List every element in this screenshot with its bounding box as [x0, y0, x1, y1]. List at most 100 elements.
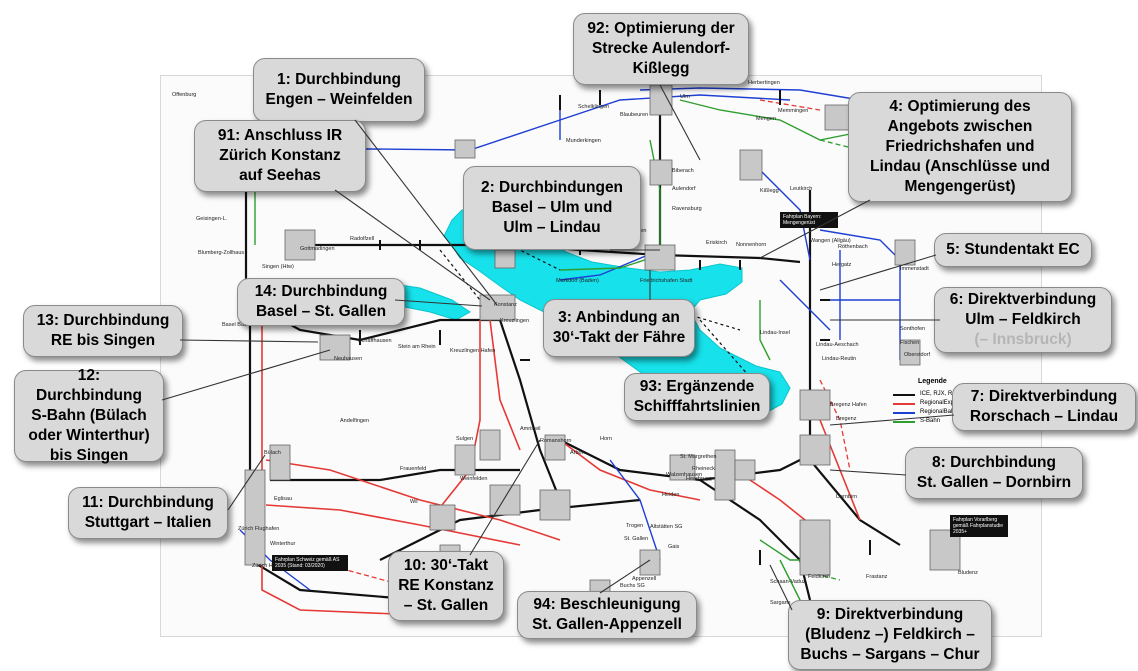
station-label: Trogen — [626, 523, 643, 529]
callout-9-line-2: (Bludenz –) Feldkirch – — [797, 625, 983, 645]
callout-10-line-2: RE Konstanz — [397, 576, 495, 596]
station-label: Walzenhausen — [666, 472, 702, 478]
station-label: Ravensburg — [672, 206, 702, 212]
station-label: Dornbirn — [836, 494, 857, 500]
callout-1-line-2: Engen – Weinfelden — [262, 90, 416, 110]
station-label: Nonnenhorn — [736, 242, 766, 248]
callout-12-line-2: S-Bahn (Bülach — [23, 406, 155, 426]
station-label: Singen (Htw) — [262, 264, 294, 270]
legend-title: Legende — [918, 378, 947, 385]
station-label: Markdorf (Baden) — [556, 278, 599, 284]
station-label: Heiden — [662, 492, 679, 498]
station-label: Leutkirch — [790, 186, 812, 192]
note-bayern: Fahrplan Bayern: Mengengerüst — [780, 212, 838, 228]
station-label: Rheineck — [692, 466, 715, 472]
station-label: Feldkirch — [808, 574, 830, 580]
callout-13: 13: Durchbindung RE bis Singen — [23, 305, 183, 357]
callout-9-line-3: Buchs – Sargans – Chur — [797, 645, 983, 665]
station-label: Lindau-Aeschach — [816, 342, 859, 348]
callout-4-line-5: Mengengerüst) — [857, 177, 1063, 197]
station-label: Ulm — [680, 94, 690, 100]
station-label: Friedrichshafen Stadt — [640, 278, 693, 284]
callout-12: 12: Durchbindung S-Bahn (Bülach oder Win… — [14, 370, 164, 462]
callout-4: 4: Optimierung des Angebots zwischen Fri… — [848, 92, 1072, 202]
callout-91-line-1: 91: Anschluss IR — [203, 126, 357, 146]
callout-9: 9: Direktverbindung (Bludenz –) Feldkirc… — [788, 600, 992, 670]
station-label: Arbon — [570, 450, 585, 456]
station-label: Lindau-Insel — [760, 330, 790, 336]
station-label: Kreuzlingen — [500, 318, 529, 324]
note-vorarlberg: Fahrplan Vorarlberg gemäß Fahrplanstudie… — [950, 515, 1008, 537]
station-label: Gottmadingen — [300, 246, 335, 252]
callout-11-line-1: 11: Durchbindung — [77, 493, 219, 513]
callout-91: 91: Anschluss IR Zürich Konstanz auf See… — [194, 120, 366, 192]
callout-14-line-1: 14: Durchbindung — [246, 282, 396, 302]
station-label: Schelklingen — [578, 104, 609, 110]
callout-91-line-2: Zürich Konstanz — [203, 146, 357, 166]
station-label: Kreuzlingen Hafen — [450, 348, 495, 354]
station-label: Amriswil — [520, 426, 540, 432]
station-label: Sargans — [770, 600, 791, 606]
callout-8-line-1: 8: Durchbindung — [914, 453, 1074, 473]
callout-6-sub: (– Innsbruck) — [943, 330, 1103, 350]
station-label: Zürich Flughafen — [238, 526, 279, 532]
callout-12-line-3: oder Winterthur) — [23, 426, 155, 446]
station-label: Sulgen — [456, 436, 473, 442]
station-label: Stein am Rhein — [398, 344, 436, 350]
callout-6: 6: Direktverbindung Ulm – Feldkirch (– I… — [934, 287, 1112, 353]
callout-5-line-1: 5: Stundentakt EC — [943, 240, 1083, 260]
station-label: Bülach — [264, 450, 281, 456]
station-label: Wil — [410, 499, 418, 505]
callout-7-line-1: 7: Direktverbindung — [961, 387, 1127, 407]
station-label: Romanshorn — [540, 438, 572, 444]
station-label: Andelfingen — [340, 418, 369, 424]
callout-9-line-1: 9: Direktverbindung — [797, 605, 983, 625]
station-label: Weinfelden — [460, 476, 487, 482]
callout-92: 92: Optimierung der Strecke Aulendorf- K… — [573, 13, 749, 85]
callout-4-line-2: Angebots zwischen — [857, 117, 1063, 137]
station-label: Altstätten SG — [650, 524, 682, 530]
callout-5: 5: Stundentakt EC — [934, 233, 1092, 267]
station-label: Neuhausen — [334, 356, 362, 362]
station-label: Kißlegg — [760, 188, 779, 194]
station-label: Mengen — [756, 116, 776, 122]
callout-13-line-1: 13: Durchbindung — [32, 311, 174, 331]
station-label: Fischen — [900, 340, 919, 346]
station-label: Eglisau — [274, 496, 292, 502]
callout-92-line-2: Strecke Aulendorf- — [582, 39, 740, 59]
station-label: Geisingen-L. — [196, 216, 228, 222]
station-label: Horn — [600, 436, 612, 442]
station-label: Röthenbach — [838, 244, 868, 250]
callout-2: 2: Durchbindungen Basel – Ulm und Ulm – … — [463, 166, 641, 250]
station-label: Winterthur — [270, 541, 296, 547]
callout-3-line-2: 30‘-Takt der Fähre — [552, 328, 686, 348]
callout-10: 10: 30‘-Takt RE Konstanz – St. Gallen — [388, 551, 504, 621]
station-label: Frauenfeld — [400, 466, 426, 472]
callout-10-line-3: – St. Gallen — [397, 596, 495, 616]
callout-7: 7: Direktverbindung Rorschach – Lindau — [952, 383, 1136, 431]
station-label: Gais — [668, 544, 680, 550]
legend-line-ic — [893, 394, 915, 396]
callout-2-line-1: 2: Durchbindungen — [472, 178, 632, 198]
station-label: Immenstadt — [900, 266, 929, 272]
callout-12-line-1: 12: Durchbindung — [23, 366, 155, 406]
legend-item-sbahn: S-Bahn — [920, 418, 940, 424]
station-label: Frastanz — [866, 574, 888, 580]
legend-line-rb — [893, 412, 915, 414]
callout-92-line-1: 92: Optimierung der — [582, 19, 740, 39]
callout-92-line-3: Kißlegg — [582, 59, 740, 79]
callout-6-line-2: Ulm – Feldkirch — [943, 310, 1103, 330]
callout-93: 93: Ergänzende Schifffahrtslinien — [624, 373, 770, 421]
station-label: Bregenz Hafen — [830, 402, 867, 408]
callout-6-line-1: 6: Direktverbindung — [943, 290, 1103, 310]
callout-93-line-2: Schifffahrtslinien — [633, 397, 761, 417]
station-label: Bregenz — [836, 416, 857, 422]
station-label: Bludenz — [958, 570, 978, 576]
station-label: Lindau-Reutin — [822, 356, 856, 362]
callout-93-line-1: 93: Ergänzende — [633, 377, 761, 397]
station-label: Appenzell — [632, 576, 656, 582]
station-label: Memmingen — [778, 108, 808, 114]
station-label: Aulendorf — [672, 186, 696, 192]
callout-3: 3: Anbindung an 30‘-Takt der Fähre — [543, 299, 695, 357]
